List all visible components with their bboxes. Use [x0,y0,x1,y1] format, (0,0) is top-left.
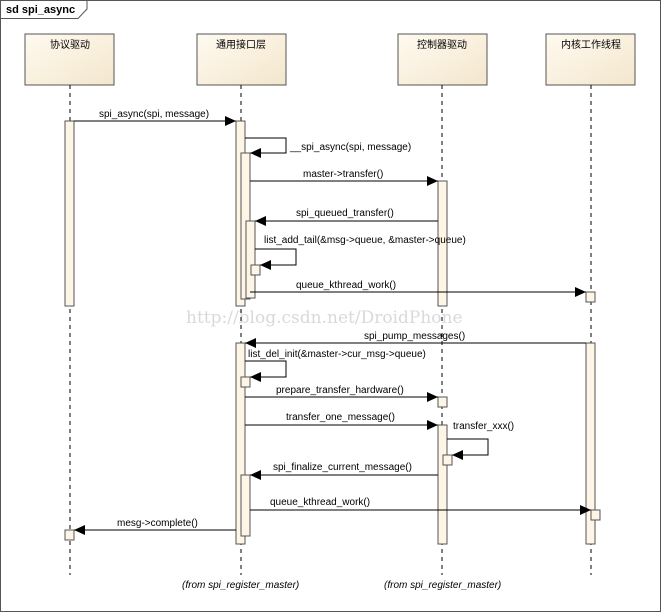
message-label: spi_pump_messages() [364,331,465,342]
message-label: transfer_one_message() [286,412,395,423]
activation-bar [250,264,261,276]
activation-bar [585,342,596,545]
watermark: http://blog.csdn.net/DroidPhone [186,308,463,328]
activation-bar [240,474,251,537]
activation-bar [590,509,601,521]
participant-controller-driver: 控制器驱动 [397,33,488,575]
message-arrow [245,137,287,158]
participant-label: 内核工作线程 [561,38,621,51]
message-arrow [447,438,489,460]
participant-label: 控制器驱动 [417,38,467,51]
activation-bar [64,529,75,541]
activation-bar [585,291,596,303]
activation-bar [235,342,246,545]
participant-label: 协议驱动 [50,38,90,51]
activation-bar [240,376,251,388]
message-label: mesg->complete() [117,518,198,529]
message-label: list_add_tail(&msg->queue, &master->queu… [264,235,466,246]
message-label: list_del_init(&master->cur_msg->queue) [248,349,426,360]
message-label: spi_queued_transfer() [296,208,394,219]
participant-kernel-worker: 内核工作线程 [545,33,636,575]
message-label: spi_async(spi, message) [99,109,209,120]
frame-title: sd spi_async [6,4,75,16]
activation-bar [437,396,448,408]
message-label: queue_kthread_work() [270,497,370,508]
frame-title-tab [0,0,88,19]
note-from-register-master: (from spi_register_master) [384,580,501,591]
message-label: master->transfer() [303,169,383,180]
activation-bar [442,454,453,466]
participant-label: 通用接口层 [216,38,266,51]
message-arrow [245,360,287,382]
note-from-register-master: (from spi_register_master) [182,580,299,591]
message-label: transfer_xxx() [453,421,514,432]
message-arrow [255,248,297,270]
activation-bar [245,220,256,299]
activation-bar [64,120,75,307]
message-label: prepare_transfer_hardware() [276,385,404,396]
message-label: queue_kthread_work() [296,280,396,291]
message-label: spi_finalize_current_message() [273,462,412,473]
activation-bar [437,424,448,545]
message-label: __spi_async(spi, message) [289,142,411,153]
activation-bar [437,180,448,307]
